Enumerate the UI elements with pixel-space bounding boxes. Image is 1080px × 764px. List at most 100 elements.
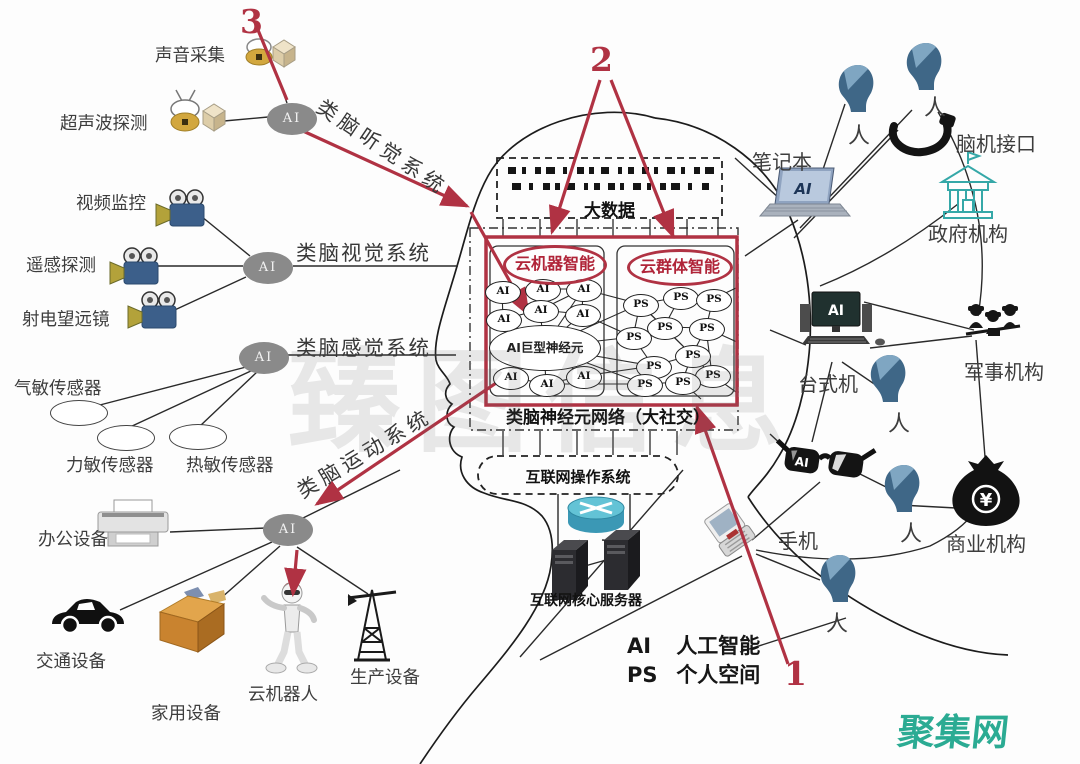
- router-icon: [567, 496, 625, 533]
- ai-hub-auditory: AI: [267, 103, 317, 135]
- big-data-dot-pattern: [508, 167, 714, 190]
- server-tower-icon: [604, 530, 640, 590]
- label-brain-sensory-system: 类脑感觉系统: [296, 336, 431, 360]
- legend-ps-name: 个人空间: [676, 663, 761, 687]
- legend-ai-name: 人工智能: [676, 634, 761, 658]
- corner-watermark: 聚集网: [895, 711, 1011, 754]
- printer-icon: [97, 499, 169, 547]
- radio-telescope-camera-icon: [127, 291, 177, 329]
- ai-mini-node: AI: [529, 373, 565, 397]
- ai-hub-motor: AI: [263, 514, 313, 546]
- ai-hub-sensory: AI: [239, 342, 289, 374]
- ps-mini-node: PS: [663, 286, 699, 310]
- ai-glasses-icon: AI: [775, 438, 877, 478]
- label-force-sensor: 力敏传感器: [66, 456, 154, 476]
- yen-symbol: ¥: [980, 490, 993, 511]
- ai-giant-neuron-node: AI巨型神经元: [489, 325, 601, 371]
- red-marker-3: 3: [240, 2, 263, 41]
- ps-mini-node: PS: [696, 288, 732, 312]
- ps-mini-node: PS: [675, 344, 711, 368]
- label-government-agency: 政府机构: [928, 222, 1008, 246]
- label-heat-sensor: 热敏传感器: [186, 456, 274, 476]
- red-annotations: [256, 29, 790, 665]
- big-data-box: [496, 157, 723, 219]
- legend-ai-abbr: AI: [627, 634, 652, 658]
- label-desktop: 台式机: [798, 372, 858, 396]
- label-production-equipment: 生产设备: [350, 668, 420, 688]
- robot-icon: [261, 582, 318, 674]
- person-icon: [884, 465, 920, 512]
- ai-mini-node: AI: [523, 299, 559, 323]
- label-sound-collection: 声音采集: [155, 46, 225, 66]
- label-laptop: 笔记本: [752, 150, 812, 174]
- label-transport-equipment: 交通设备: [36, 652, 106, 672]
- desktop-screen-ai-label: AI: [828, 303, 844, 319]
- label-internet-os: 互联网操作系统: [525, 468, 631, 486]
- label-neuron-network-caption: 类脑神经元网络（大社交）: [506, 408, 710, 428]
- red-marker-2: 2: [590, 40, 613, 79]
- ps-mini-node: PS: [636, 355, 672, 379]
- label-person: 人: [900, 522, 923, 547]
- internet-os-box: [477, 455, 679, 495]
- label-office-equipment: 办公设备: [38, 530, 108, 550]
- label-business-agency: 商业机构: [946, 532, 1026, 556]
- label-person: 人: [848, 124, 871, 149]
- label-person: 人: [888, 412, 911, 437]
- ai-mini-node: AI: [486, 308, 522, 332]
- laptop-screen-ai-label: AI: [793, 180, 812, 198]
- government-building-icon: [938, 150, 998, 219]
- swarm-intel-subbox: [616, 245, 735, 397]
- laptop-icon: AI: [758, 167, 852, 217]
- label-brain-visual-system: 类脑视觉系统: [296, 241, 431, 265]
- red-marker-1: 1: [784, 654, 807, 693]
- label-mobile-phone: 手机: [778, 529, 818, 553]
- ai-mini-node: AI: [566, 365, 602, 389]
- label-ultrasonic: 超声波探测: [60, 114, 148, 134]
- label-gas-sensor: 气敏传感器: [14, 379, 102, 399]
- label-remote-sensing: 遥感探测: [26, 256, 96, 276]
- car-icon: [52, 599, 124, 635]
- ps-mini-node: PS: [647, 316, 683, 340]
- ps-mini-node: PS: [623, 293, 659, 317]
- ai-mini-node: AI: [485, 280, 521, 304]
- connection-lines: [95, 61, 987, 661]
- legend-ps-abbr: PS: [627, 663, 658, 687]
- video-camera-icon: [155, 189, 205, 227]
- legend-ai: AI 人工智能: [627, 630, 760, 660]
- legend-ps: PS 个人空间: [627, 659, 760, 689]
- brain-interface-headset-icon: [888, 112, 956, 157]
- oil-derrick-icon: [347, 589, 397, 662]
- head-profile-outline: [419, 111, 1009, 764]
- home-box-icon: [158, 587, 226, 653]
- label-video-surveillance: 视频监控: [76, 194, 146, 214]
- label-home-equipment: 家用设备: [151, 704, 221, 724]
- ai-hub-visual: AI: [243, 252, 293, 284]
- ps-mini-node: PS: [689, 317, 725, 341]
- label-military-agency: 军事机构: [964, 360, 1044, 384]
- person-icon: [820, 555, 856, 602]
- label-cloud-robot: 云机器人: [248, 685, 318, 705]
- desktop-computer-icon: AI: [800, 291, 885, 346]
- ultrasonic-sensor-icon: [170, 89, 226, 132]
- label-radio-telescope: 射电望远镜: [22, 310, 110, 330]
- label-brain-interface: 脑机接口: [956, 132, 1036, 156]
- label-person: 人: [924, 96, 947, 121]
- connector-ticks: [502, 219, 719, 455]
- sensor-ellipse: [50, 400, 108, 426]
- ps-mini-node: PS: [616, 326, 652, 350]
- sensor-ellipse: [169, 424, 227, 450]
- frame-boxes: [469, 157, 739, 495]
- remote-sensing-camera-icon: [109, 247, 159, 285]
- ps-mini-node: PS: [627, 373, 663, 397]
- ai-mini-node: AI: [493, 366, 529, 390]
- sensor-ellipse: [97, 425, 155, 451]
- money-bag-icon: ¥: [952, 455, 1020, 526]
- ps-mini-node: PS: [665, 371, 701, 395]
- ai-mini-node: AI: [565, 303, 601, 327]
- military-soldiers-icon: [965, 304, 1021, 336]
- glasses-ai-label: AI: [794, 454, 810, 470]
- person-icon: [906, 43, 942, 90]
- label-internet-core-server: 互联网核心服务器: [530, 593, 642, 609]
